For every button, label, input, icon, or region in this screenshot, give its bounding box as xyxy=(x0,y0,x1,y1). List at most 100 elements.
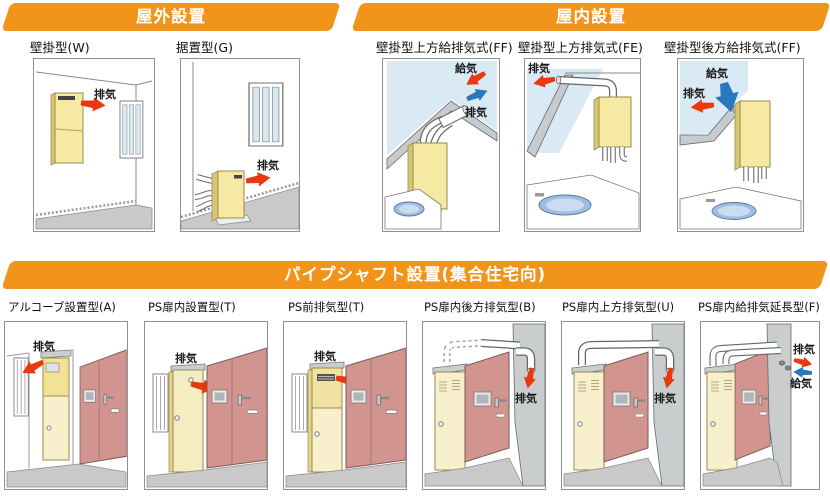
entrance-door xyxy=(733,348,772,462)
arrow-label: 排気 xyxy=(175,351,197,365)
floor xyxy=(285,461,406,488)
flue-pipe xyxy=(555,75,617,101)
entrance-door xyxy=(602,350,650,464)
exhaust-vent xyxy=(234,175,242,179)
exhaust-vent xyxy=(317,374,335,381)
pipe-terminal xyxy=(784,365,792,371)
floor xyxy=(563,457,663,487)
panel-label: PS扉内設置型(T) xyxy=(148,300,236,314)
section-title: パイプシャフト設置(集合住宅向) xyxy=(283,265,547,284)
bathtub xyxy=(526,174,640,230)
arrow-label: 排気 xyxy=(465,105,487,119)
exhaust-arrow xyxy=(792,354,814,370)
arrow-label: 排気 xyxy=(528,61,550,75)
wall-edge xyxy=(35,71,153,86)
figure-alcove: 排気 xyxy=(4,321,128,490)
faucet xyxy=(706,199,715,202)
arrow-label: 給気 xyxy=(455,61,477,75)
sky xyxy=(680,61,748,135)
arrow-label: 排気 xyxy=(515,391,537,405)
wall-base-hatch xyxy=(35,199,137,217)
floor xyxy=(702,457,784,487)
faucet xyxy=(535,193,544,197)
entrance-door xyxy=(344,346,406,470)
panel-label: 壁掛型上方排気式(FE) xyxy=(518,40,643,55)
section-title: 屋内設置 xyxy=(556,7,626,26)
panel-label: PS前排気型(T) xyxy=(288,300,365,314)
panel-label: アルコーブ設置型(A) xyxy=(8,300,116,314)
figure-outdoor-wall-mounted: 排気 xyxy=(33,58,155,232)
figure-ps-top-exhaust: 排気 xyxy=(561,321,685,490)
figure-ps-front-exhaust: 排気 xyxy=(283,321,407,490)
figure-indoor-rear-ff: 給気 排気 xyxy=(677,58,804,232)
ps-door xyxy=(704,363,740,471)
shaft-column xyxy=(512,323,545,487)
arrow-label: 排気 xyxy=(793,342,815,356)
figure-indoor-top-fe: 排気 xyxy=(524,58,641,232)
louver-window xyxy=(152,373,169,433)
water-heater xyxy=(593,96,632,163)
exhaust-arrow xyxy=(245,170,272,189)
section-header-outdoor: 屋外設置 xyxy=(1,3,341,31)
ps-door xyxy=(571,363,607,471)
shaft-column xyxy=(651,323,684,487)
louver-window xyxy=(119,100,144,159)
water-heater xyxy=(211,170,252,226)
ground xyxy=(35,204,153,230)
water-heater xyxy=(50,92,84,166)
heater-compartment xyxy=(40,349,72,461)
section-title: 屋外設置 xyxy=(136,7,206,26)
floor xyxy=(146,461,267,488)
shaft-column xyxy=(766,323,792,487)
floor xyxy=(424,457,524,487)
ps-door xyxy=(168,363,206,473)
pipes xyxy=(709,341,782,366)
entrance-door xyxy=(78,348,127,466)
door-knob xyxy=(174,415,180,421)
entrance-door xyxy=(205,346,267,470)
ps-door xyxy=(432,363,468,471)
entrance-door xyxy=(463,350,511,464)
parapet-rail xyxy=(386,100,498,170)
pipe xyxy=(578,340,660,365)
hidden-pipe xyxy=(443,339,482,362)
arrow-label: 排気 xyxy=(94,87,116,101)
ps-door xyxy=(307,361,345,473)
panel-label: PS扉内後方排気型(B) xyxy=(424,300,536,314)
pipe xyxy=(480,339,521,350)
pipes xyxy=(194,174,213,212)
arrow-label: 排気 xyxy=(257,158,279,172)
door-knob xyxy=(188,377,194,383)
figure-ps-extended-ff: 排気 給気 xyxy=(700,321,820,490)
arrow-label: 排気 xyxy=(683,86,705,100)
exhaust-vent xyxy=(45,362,60,373)
panel-label: PS扉内上方排気型(U) xyxy=(562,300,675,314)
arrow-label: 排気 xyxy=(314,349,336,363)
arrow-label: 給気 xyxy=(790,376,812,390)
flue-duct xyxy=(438,105,470,129)
figure-ps-rear-exhaust: 排気 xyxy=(422,321,546,490)
arrow-label: 排気 xyxy=(33,339,55,353)
arrow-label: 給気 xyxy=(706,66,728,80)
door-knob xyxy=(314,431,320,437)
door-knob xyxy=(46,425,52,431)
section-header-pipe-shaft: パイプシャフト設置(集合住宅向) xyxy=(1,261,829,289)
washbasin xyxy=(384,188,442,230)
panel-label: PS扉内給排気延長型(F) xyxy=(698,300,820,314)
exhaust-vent xyxy=(58,96,75,100)
parapet-rail xyxy=(526,74,574,158)
louver-window xyxy=(248,82,284,147)
section-header-indoor: 屋内設置 xyxy=(351,3,830,31)
panel-label: 壁掛型(W) xyxy=(30,40,90,55)
figure-ps-in-door: 排気 xyxy=(144,321,268,490)
louver-window xyxy=(291,373,308,433)
louver-window xyxy=(13,357,29,417)
panel-label: 据置型(G) xyxy=(176,40,233,55)
panel-label: 壁掛型後方給排気式(FF) xyxy=(664,40,801,55)
washbasin xyxy=(679,186,802,230)
figure-outdoor-floor-standing: 排気 xyxy=(180,58,300,232)
water-heater xyxy=(732,100,771,183)
pipe-terminal xyxy=(778,360,786,366)
floor xyxy=(6,463,127,488)
